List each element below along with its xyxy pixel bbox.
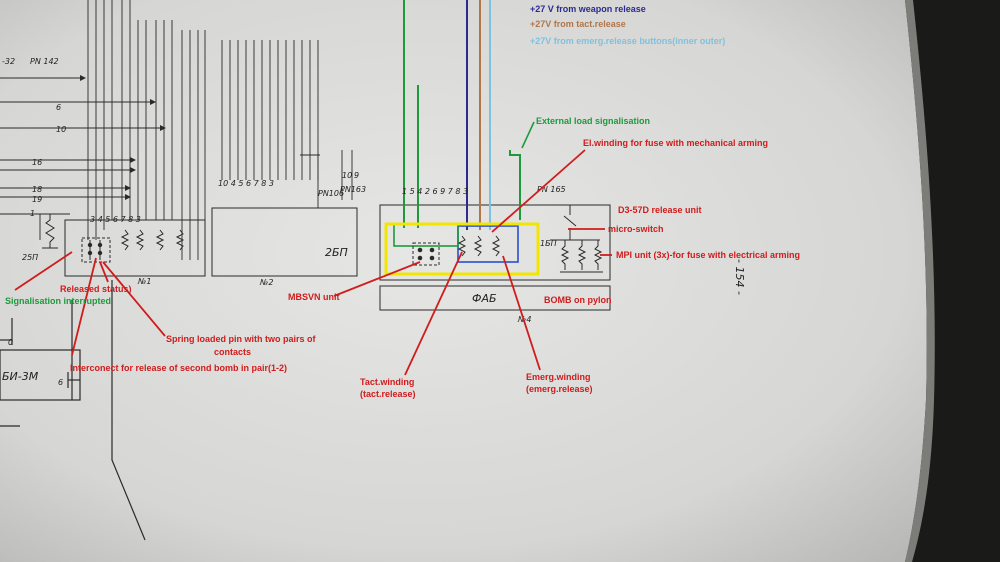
- label-unit-1bp: 1БП: [540, 239, 557, 248]
- annotation-emerg-winding-line1: Emerg.winding: [526, 372, 591, 382]
- annotation-interconnect: Interconect for release of second bomb i…: [70, 363, 287, 373]
- legend-tact-release: +27V from tact.release: [530, 19, 626, 29]
- label-pin-10: 10: [56, 125, 66, 134]
- ground-resistor: [42, 214, 58, 249]
- mpi-resistors: [560, 240, 603, 273]
- fab-bomb-box: [379, 285, 611, 311]
- label-unit-2bp: 2БП: [325, 246, 348, 259]
- label-pn106: PN106: [318, 189, 344, 198]
- annotation-el-winding: El.winding for fuse with mechanical armi…: [583, 138, 768, 148]
- label-pin-6b: 6: [58, 378, 63, 387]
- annotation-signalisation-interrupted: Signalisation interrupted: [5, 296, 111, 306]
- label-pin-6: 6: [56, 103, 61, 112]
- label-pin-19: 19: [32, 195, 42, 204]
- mbsvn-contacts: [412, 235, 501, 266]
- annotation-release-unit: D3-57D release unit: [618, 205, 702, 215]
- paper-edge-shadow: [905, 0, 935, 562]
- annotation-emerg-winding-line2: (emerg.release): [526, 384, 593, 394]
- legend-emerg-release: +27V from emerg.release buttons(inner ou…: [530, 36, 725, 46]
- label-pn142: PN 142: [30, 57, 59, 66]
- annotation-released-status: Released status): [60, 284, 132, 294]
- label-pn165: PN 165: [537, 185, 566, 194]
- mbsvn-yellow-box: [384, 222, 540, 276]
- external-load-wire: [403, 0, 521, 228]
- paper-sheet: [0, 0, 927, 562]
- release-unit-outer: [379, 204, 611, 281]
- label-bi-3m: БИ-3М: [2, 370, 39, 383]
- annotation-external-load: External load signalisation: [536, 116, 650, 126]
- label-pin-18: 18: [32, 185, 42, 194]
- legend-weapon-release: +27 V from weapon release: [530, 4, 646, 14]
- unit-n2-box: [211, 207, 358, 277]
- label-unit-n2: №2: [259, 278, 273, 287]
- label-pin-1: 1: [30, 209, 35, 218]
- label-pin-16: 16: [32, 158, 42, 167]
- annotation-spring-pin-line2: contacts: [214, 347, 251, 357]
- annotation-mbsvn-unit: MBSVN unit: [288, 292, 340, 302]
- label-unit-n1: №1: [137, 277, 151, 286]
- annotation-tact-winding-line2: (tact.release): [360, 389, 416, 399]
- annotation-spring-pin-line1: Spring loaded pin with two pairs of: [166, 334, 317, 344]
- annotation-micro-switch: micro-switch: [608, 224, 664, 234]
- unit-n1-contacts: [81, 229, 185, 263]
- label-pin-9: 9: [354, 171, 359, 180]
- pointer-lines-red: [14, 149, 612, 376]
- unit-n1-box: [64, 219, 206, 277]
- label-25p: 25П: [22, 253, 38, 262]
- label-pin-10b: 10: [342, 171, 352, 180]
- annotation-tact-winding-line1: Tact.winding: [360, 377, 414, 387]
- micro-switch-symbol: [550, 205, 600, 241]
- label-fab: ФАБ: [472, 292, 497, 305]
- label-pn163: PN163: [340, 185, 366, 194]
- label-left-prefix: -32: [2, 57, 15, 66]
- label-n1-pins: 3 4 5 6 7 8 3: [90, 215, 141, 224]
- annotation-mpi-unit: MPI unit (3x)-for fuse with electrical a…: [616, 250, 800, 260]
- annotation-bomb-on-pylon: BOMB on pylon: [544, 295, 612, 305]
- label-n2-pins: 10 4 5 6 7 8 3: [218, 179, 274, 188]
- lower-left-block: [0, 280, 146, 541]
- page-number: - 154 -: [733, 259, 746, 295]
- bus-arrows: [80, 75, 166, 200]
- label-pin-0: 0: [8, 338, 13, 347]
- label-n4-pins: 1 5 4 2 6 9 7 8 3: [402, 187, 468, 196]
- pointer-lines-green: [521, 121, 535, 149]
